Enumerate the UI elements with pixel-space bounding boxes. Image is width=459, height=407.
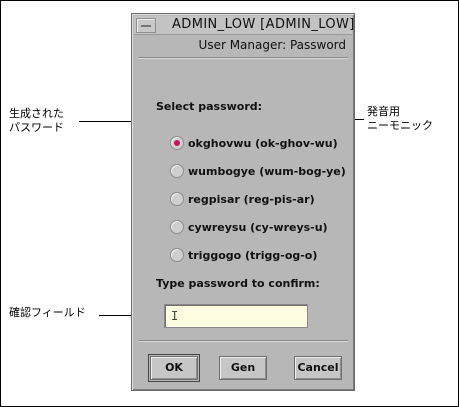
radio-unselected-icon[interactable] bbox=[170, 248, 184, 262]
text-cursor-icon: I bbox=[171, 309, 179, 323]
password-option-label: regpisar (reg-pis-ar) bbox=[188, 192, 315, 206]
confirm-password-input[interactable]: I bbox=[164, 304, 308, 328]
cancel-button[interactable]: Cancel bbox=[294, 356, 342, 380]
ok-button[interactable]: OK bbox=[148, 354, 200, 382]
password-option-1[interactable]: okghovwu (ok-ghov-wu) bbox=[170, 134, 338, 152]
password-option-label: cywreysu (cy-wreys-u) bbox=[188, 220, 328, 234]
password-option-5[interactable]: triggogo (trigg-og-o) bbox=[170, 246, 317, 264]
confirm-password-label: Type password to confirm: bbox=[156, 277, 320, 290]
password-option-4[interactable]: cywreysu (cy-wreys-u) bbox=[170, 218, 328, 236]
callout-generated-line2: パスワード bbox=[9, 121, 64, 134]
callout-confirm-field: 確認フィールド bbox=[9, 306, 86, 319]
radio-unselected-icon[interactable] bbox=[170, 164, 184, 178]
window-title: ADMIN_LOW [ADMIN_LOW] bbox=[172, 17, 355, 32]
password-option-label: wumbogye (wum-bog-ye) bbox=[188, 164, 346, 178]
radio-selected-icon[interactable] bbox=[170, 136, 184, 150]
callout-generated-password: 生成された パスワード bbox=[9, 107, 64, 135]
radio-unselected-icon[interactable] bbox=[170, 220, 184, 234]
callout-pronunciation-line1: 発音用 bbox=[367, 105, 400, 118]
header-divider bbox=[138, 57, 348, 59]
select-password-label: Select password: bbox=[156, 100, 263, 113]
footer-divider bbox=[138, 340, 348, 342]
window-menu-button[interactable] bbox=[136, 18, 156, 33]
gen-button[interactable]: Gen bbox=[219, 356, 267, 380]
callout-generated-line1: 生成された bbox=[9, 107, 64, 120]
callout-pronunciation: 発音用 ニーモニック bbox=[367, 105, 433, 133]
radio-unselected-icon[interactable] bbox=[170, 192, 184, 206]
password-option-3[interactable]: regpisar (reg-pis-ar) bbox=[170, 190, 315, 208]
password-dialog: ADMIN_LOW [ADMIN_LOW] User Manager: Pass… bbox=[131, 13, 355, 391]
password-option-label: triggogo (trigg-og-o) bbox=[188, 248, 318, 262]
callout-pronunciation-line2: ニーモニック bbox=[367, 119, 433, 132]
title-bar[interactable]: ADMIN_LOW [ADMIN_LOW] bbox=[134, 16, 355, 35]
callout-line-generated-horizontal bbox=[79, 121, 172, 122]
dialog-subtitle: User Manager: Password bbox=[198, 38, 346, 52]
password-option-2[interactable]: wumbogye (wum-bog-ye) bbox=[170, 162, 346, 180]
password-option-label: okghovwu (ok-ghov-wu) bbox=[188, 136, 338, 150]
